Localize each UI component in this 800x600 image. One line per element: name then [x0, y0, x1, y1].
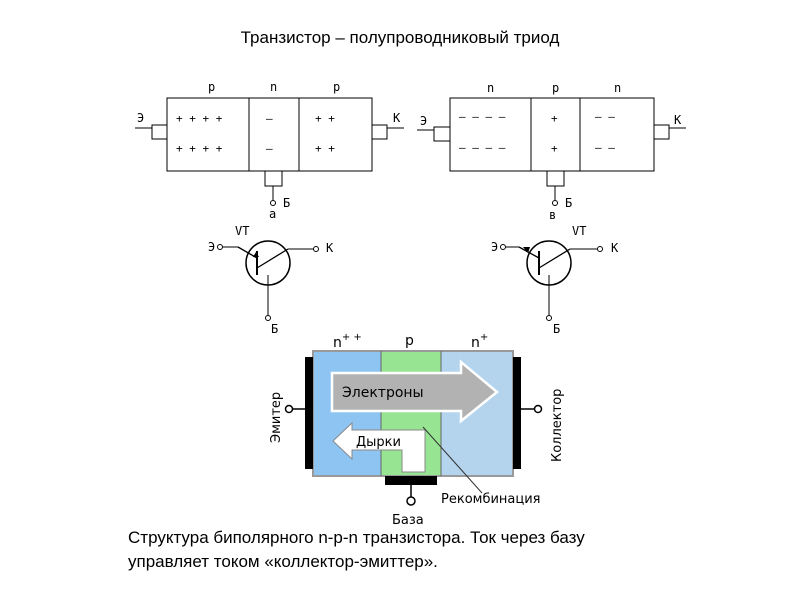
region-label-p-left: p [208, 80, 215, 94]
collector-label: К [611, 241, 619, 255]
charge-row-right-bottom: + + [315, 142, 335, 155]
region-label-n-right: n [614, 81, 621, 95]
collector-label: К [674, 113, 682, 127]
base-label: Б [283, 196, 290, 210]
npn-structure-diagram: n p n – – – – – – – – + + – – – – Э К Б … [417, 81, 686, 222]
emitter-label: Э [137, 111, 144, 125]
charge-row-right-top: + + [315, 112, 335, 125]
pnp-structure-diagram: p n p + + + + + + + + — — + + + + Э К Б … [135, 80, 404, 221]
collector-contact [513, 357, 521, 469]
charge-row-left-top: + + + + [176, 112, 223, 125]
base-contact [385, 476, 437, 485]
base-label: Б [565, 196, 572, 210]
region-n-plus-plus: n+ + [333, 332, 362, 351]
charge-row-left-bottom: – – – – [459, 141, 506, 154]
bipolar-structure: Электроны Дырки Рекомбинация База n+ + p… [269, 332, 565, 528]
region-label-p: p [552, 81, 559, 95]
collector-region [441, 351, 513, 476]
emitter-contact [305, 357, 313, 469]
base-label: Б [271, 322, 278, 336]
base-label: Б [553, 322, 560, 336]
emitter-label: Э [491, 240, 498, 254]
emitter-region [313, 351, 381, 476]
region-n-plus: n+ [471, 332, 488, 351]
caption-line-1: Структура биполярного n-p-n транзистора.… [128, 528, 585, 547]
recombination-label: Рекомбинация [441, 492, 541, 507]
electrons-label: Электроны [342, 385, 424, 401]
vt-label: VT [572, 224, 586, 238]
charge-row-left-bottom: + + + + [176, 142, 223, 155]
diagram-caption: в [549, 208, 556, 222]
collector-vertical-label: Коллектор [550, 389, 565, 462]
charge-mid-bottom: — [266, 142, 273, 155]
charge-mid-top: — [266, 112, 273, 125]
emitter-label: Э [420, 114, 427, 128]
npn-transistor-symbol: VT Э К Б [491, 224, 619, 336]
diagram-caption: а [269, 207, 276, 221]
caption-line-2: управляет током «коллектор-эмиттер». [128, 552, 438, 571]
charge-mid-bottom: + [551, 142, 558, 155]
collector-label: К [326, 241, 334, 255]
charge-row-right-top: – – [595, 110, 615, 123]
region-label-n-left: n [487, 81, 494, 95]
vt-label: VT [235, 224, 249, 238]
pnp-transistor-symbol: VT Э К Б [208, 224, 334, 336]
electrons-arrow [330, 359, 499, 424]
region-label-n: n [270, 80, 277, 94]
base-label: База [392, 513, 424, 528]
region-label-p-right: p [333, 80, 340, 94]
holes-label: Дырки [356, 435, 401, 450]
charge-row-left-top: – – – – [459, 110, 506, 123]
charge-mid-top: + [551, 112, 558, 125]
region-p: p [405, 333, 414, 349]
caption: Структура биполярного n-p-n транзистора.… [128, 526, 688, 574]
emitter-vertical-label: Эмитер [269, 392, 284, 443]
collector-label: К [393, 111, 401, 125]
emitter-label: Э [208, 240, 215, 254]
holes-arrow [332, 421, 426, 473]
page-title: Транзистор – полупроводниковый триод [240, 28, 560, 47]
charge-row-right-bottom: – – [595, 141, 615, 154]
